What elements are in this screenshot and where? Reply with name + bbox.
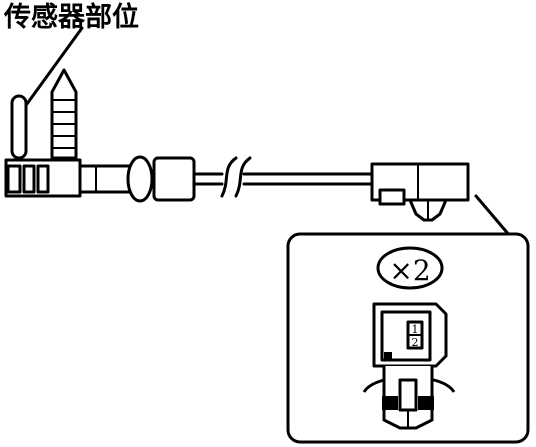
cable-grommet [126,155,196,203]
sensor-body [4,158,134,198]
multiplier-label: ×2 [389,254,430,287]
connector-key [384,352,392,360]
pin-1-label: 1 [412,323,419,336]
callout-leader-line [474,194,512,238]
sensor-cable [192,156,374,198]
connector [370,162,470,222]
mounting-stud [50,68,78,160]
title-leader-line [22,26,84,110]
multiplier-badge [376,246,444,290]
sensor-probe [10,94,28,160]
connector-detail-callout: ×2 1 2 [286,232,530,444]
pin-2-label: 2 [412,336,419,349]
sensor-location-title: 传感器部位 [3,1,139,33]
